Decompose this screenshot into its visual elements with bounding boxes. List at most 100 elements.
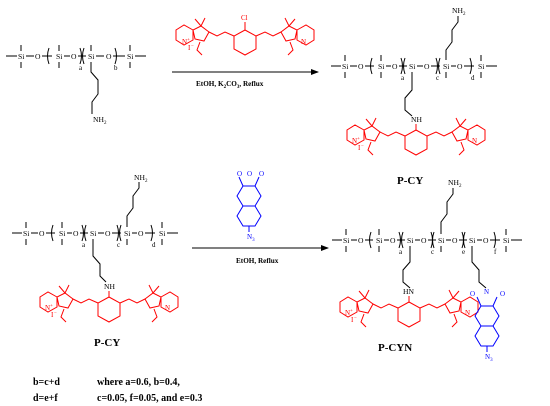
svg-text:O: O	[247, 170, 252, 178]
svg-text:Si: Si	[503, 236, 509, 245]
chlorine-atom: Cl	[241, 14, 248, 22]
reactant1-polysiloxane: Si O Si O Si O Si a b NH2	[6, 45, 146, 126]
svg-text:f: f	[494, 248, 497, 256]
svg-text:Si: Si	[23, 229, 29, 238]
svg-text:Si: Si	[443, 62, 449, 71]
svg-text:Si: Si	[478, 62, 484, 71]
svg-text:−: −	[54, 311, 57, 316]
svg-text:a: a	[82, 241, 86, 249]
si-atom: Si	[127, 52, 133, 61]
azide-group: N3	[247, 233, 255, 243]
svg-text:O: O	[105, 229, 111, 238]
reaction2-conditions: EtOH, Reflux	[236, 257, 279, 265]
si-atom: Si	[88, 52, 94, 61]
svg-text:N: N	[345, 309, 350, 317]
svg-text:O: O	[421, 236, 427, 245]
svg-text:+: +	[357, 137, 360, 142]
product1-label: P-CY	[397, 175, 423, 187]
svg-text:a: a	[401, 74, 405, 82]
reactant2-label: P-CY	[94, 337, 120, 349]
product1-p-cy: Si O Si O Si O Si O Si a c d NH2	[331, 6, 497, 187]
reactant2-p-cy: Si O Si O Si O Si O Si a c d NH2	[12, 173, 179, 349]
svg-text:O: O	[390, 236, 396, 245]
reagent-cyanine-chloride: Cl N + I − N	[175, 14, 315, 56]
si-atom: Si	[56, 52, 62, 61]
svg-text:+: +	[350, 309, 353, 314]
svg-text:Si: Si	[438, 236, 444, 245]
o-atom: O	[35, 52, 41, 61]
svg-text:−: −	[361, 144, 364, 149]
svg-text:a: a	[399, 248, 403, 256]
svg-text:e: e	[462, 248, 465, 256]
svg-text:O: O	[470, 290, 475, 298]
svg-text:O: O	[138, 229, 144, 238]
svg-text:Si: Si	[59, 229, 65, 238]
svg-text:N3: N3	[485, 353, 493, 363]
si-atom: Si	[18, 52, 24, 61]
o-atom: O	[71, 52, 77, 61]
svg-text:O: O	[39, 229, 45, 238]
svg-text:Si: Si	[409, 62, 415, 71]
svg-text:HN: HN	[403, 287, 414, 296]
svg-text:O: O	[457, 62, 463, 71]
svg-text:I: I	[358, 144, 361, 152]
svg-text:NH2: NH2	[448, 178, 462, 189]
svg-text:O: O	[392, 62, 398, 71]
svg-text:O: O	[73, 229, 79, 238]
amine-label: NH2	[93, 115, 107, 126]
indole-n: N	[301, 38, 306, 46]
note-line2-right: c=0.05, f=0.05, and e=0.3	[97, 393, 202, 404]
svg-text:d: d	[152, 241, 156, 249]
svg-text:O: O	[424, 62, 430, 71]
svg-text:O: O	[237, 170, 242, 178]
svg-text:O: O	[500, 290, 505, 298]
imide-n: N	[484, 288, 489, 296]
svg-text:O: O	[358, 236, 364, 245]
note-line2-left: d=e+f	[33, 393, 58, 404]
svg-text:Si: Si	[90, 229, 96, 238]
svg-text:NH2: NH2	[134, 173, 148, 184]
svg-text:Si: Si	[124, 229, 130, 238]
subscript-a: a	[79, 64, 83, 72]
svg-text:N: N	[45, 304, 50, 312]
svg-text:O: O	[358, 62, 364, 71]
svg-text:c: c	[436, 74, 439, 82]
svg-text:Si: Si	[378, 62, 384, 71]
svg-text:N: N	[472, 137, 477, 145]
svg-text:NH: NH	[104, 282, 115, 291]
reagent-azido-naphthalic-anhydride: O O O N3	[236, 170, 264, 243]
svg-text:d: d	[471, 74, 475, 82]
svg-text:O: O	[259, 170, 264, 178]
indolium-n: N	[182, 38, 187, 46]
nh-linker: NH	[411, 115, 422, 124]
o-atom: O	[106, 52, 112, 61]
svg-text:+: +	[50, 304, 53, 309]
note-line1-right: where a=0.6, b=0.4,	[97, 377, 180, 388]
svg-text:−: −	[191, 44, 194, 49]
svg-text:c: c	[431, 248, 434, 256]
product2-label: P-CYN	[378, 342, 412, 354]
svg-text:N: N	[465, 309, 470, 317]
svg-text:Si: Si	[376, 236, 382, 245]
svg-text:Si: Si	[342, 62, 348, 71]
svg-text:+: +	[187, 38, 190, 43]
svg-text:O: O	[483, 236, 489, 245]
product2-p-cyn: Si O Si O Si O Si O Si O Si a c e	[332, 178, 522, 363]
iodide: I	[188, 44, 191, 52]
svg-text:N: N	[352, 137, 357, 145]
note-line1-left: b=c+d	[33, 377, 60, 388]
svg-text:Si: Si	[407, 236, 413, 245]
svg-text:I: I	[351, 316, 354, 324]
reaction1-conditions: EtOH, K2CO3, Reflux	[196, 80, 264, 90]
svg-text:c: c	[117, 241, 120, 249]
composition-notes: b=c+d where a=0.6, b=0.4, d=e+f c=0.05, …	[33, 377, 202, 404]
subscript-b: b	[114, 64, 118, 72]
svg-text:NH2: NH2	[452, 6, 466, 17]
svg-text:Si: Si	[469, 236, 475, 245]
svg-text:I: I	[51, 311, 54, 319]
svg-text:O: O	[452, 236, 458, 245]
svg-text:Si: Si	[343, 236, 349, 245]
svg-text:−: −	[354, 316, 357, 321]
svg-text:Si: Si	[159, 229, 165, 238]
